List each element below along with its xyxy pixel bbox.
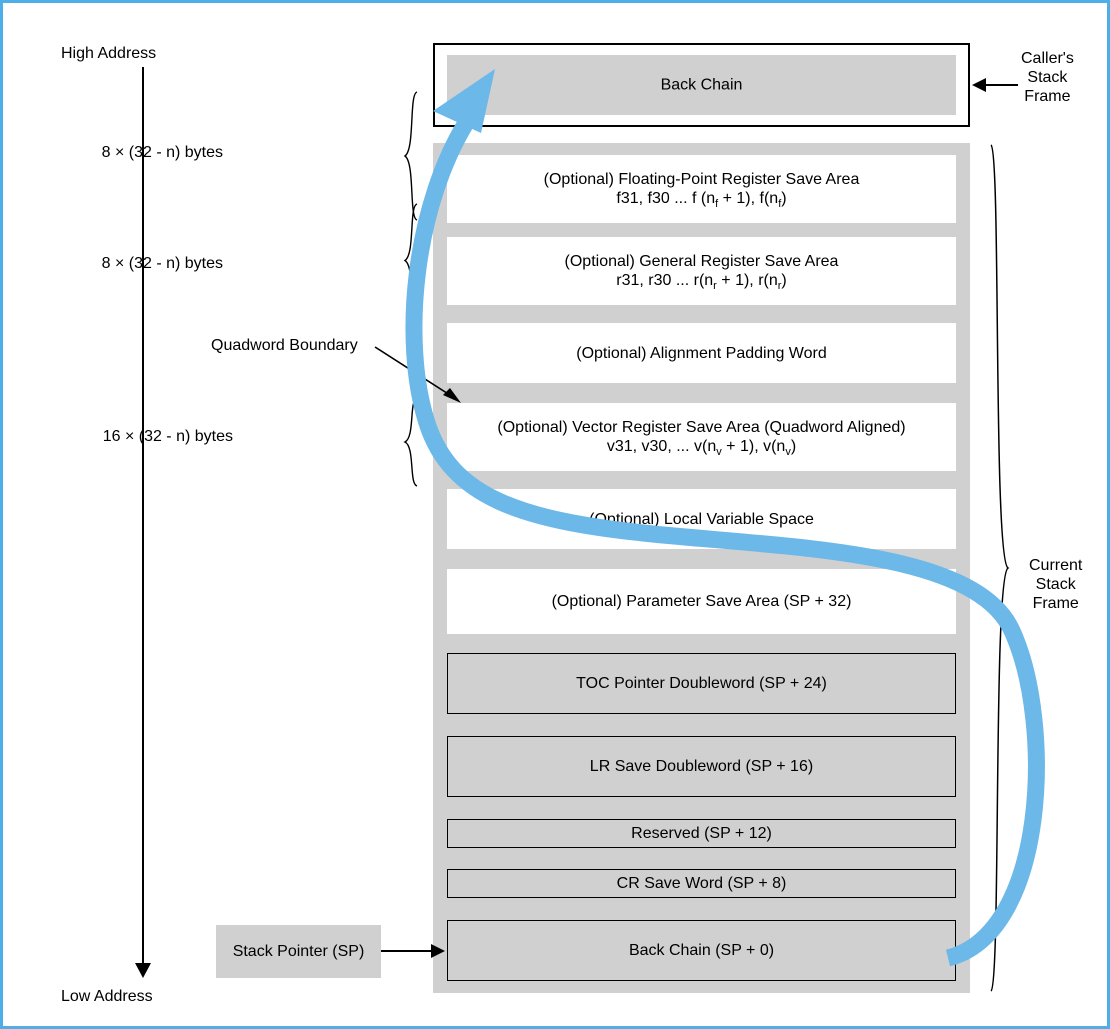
row-cr-save-word: CR Save Word (SP + 8) — [447, 869, 956, 898]
brace-gpr — [403, 203, 421, 318]
callers-label-line-3: Frame — [1024, 88, 1071, 105]
size-label-fpr: 8 × (32 - n) bytes — [101, 144, 223, 161]
brace-current-stack-frame — [988, 143, 1010, 993]
row-parameter-save-area: (Optional) Parameter Save Area (SP + 32) — [447, 569, 956, 634]
row-toc-pointer-doubleword: TOC Pointer Doubleword (SP + 24) — [447, 653, 956, 714]
row-label: (Optional) Alignment Padding Word — [576, 344, 827, 362]
row-label: (Optional) Parameter Save Area (SP + 32) — [551, 593, 852, 610]
current-label-line-1: Current — [1029, 557, 1083, 574]
row-back-chain-sp0: Back Chain (SP + 0) — [447, 920, 956, 981]
callers-label-line-1: Caller's — [1021, 50, 1074, 67]
row-label: Back Chain (SP + 0) — [628, 942, 775, 959]
brace-fpr — [403, 91, 421, 221]
callers-label-line-2: Stack — [1027, 69, 1068, 86]
row-label: Back Chain — [660, 76, 743, 94]
stack-pointer-line — [381, 950, 431, 952]
row-local-variable-space: (Optional) Local Variable Space — [447, 489, 956, 549]
address-axis-line — [142, 67, 144, 967]
quadword-boundary-arrow-icon — [373, 345, 473, 415]
current-stack-frame-label: Current Stack Frame — [1029, 556, 1082, 613]
low-address-label: Low Address — [61, 988, 153, 1005]
row-sublabel: f31, f30 ... f (nf + 1), f(nf) — [616, 190, 787, 211]
row-lr-save-doubleword: LR Save Doubleword (SP + 16) — [447, 736, 956, 797]
stack-pointer-arrow-icon — [431, 944, 445, 958]
address-axis-arrowhead — [135, 963, 151, 978]
row-label: CR Save Word (SP + 8) — [616, 875, 787, 892]
row-general-register-save-area: (Optional) General Register Save Area r3… — [447, 237, 956, 305]
row-label: (Optional) Vector Register Save Area (Qu… — [497, 419, 906, 436]
row-label: TOC Pointer Doubleword (SP + 24) — [576, 675, 827, 692]
callers-stack-frame-label: Caller's Stack Frame — [1021, 49, 1074, 106]
size-label-gpr: 8 × (32 - n) bytes — [101, 255, 223, 272]
row-text-block: (Optional) Floating-Point Register Save … — [447, 170, 956, 211]
row-text-block: (Optional) Vector Register Save Area (Qu… — [447, 418, 956, 459]
row-text-block: (Optional) General Register Save Area r3… — [447, 252, 956, 293]
current-label-line-2: Stack — [1035, 576, 1076, 593]
row-label: (Optional) Floating-Point Register Save … — [543, 171, 860, 188]
row-label: Reserved (SP + 12) — [631, 825, 772, 842]
quadword-boundary-label: Quadword Boundary — [211, 337, 358, 354]
row-sublabel: v31, v30, ... v(nv + 1), v(nv) — [606, 438, 797, 459]
size-label-vr: 16 × (32 - n) bytes — [102, 428, 233, 445]
stack-pointer-box: Stack Pointer (SP) — [216, 925, 381, 978]
row-sublabel: r31, r30 ... r(nr + 1), r(nr) — [616, 272, 787, 293]
current-label-line-3: Frame — [1032, 595, 1079, 612]
row-floating-point-register-save-area: (Optional) Floating-Point Register Save … — [447, 155, 956, 223]
row-vector-register-save-area: (Optional) Vector Register Save Area (Qu… — [447, 403, 956, 471]
stack-pointer-label: Stack Pointer (SP) — [232, 943, 365, 960]
row-label: (Optional) General Register Save Area — [564, 253, 839, 270]
callers-frame-arrow-icon — [972, 78, 986, 92]
row-label: (Optional) Local Variable Space — [589, 510, 814, 528]
row-back-chain-caller: Back Chain — [447, 55, 956, 115]
callers-frame-pointer-line — [986, 84, 1018, 86]
row-alignment-padding-word: (Optional) Alignment Padding Word — [447, 323, 956, 383]
row-reserved: Reserved (SP + 12) — [447, 819, 956, 848]
high-address-label: High Address — [61, 45, 157, 62]
row-label: LR Save Doubleword (SP + 16) — [589, 758, 814, 775]
